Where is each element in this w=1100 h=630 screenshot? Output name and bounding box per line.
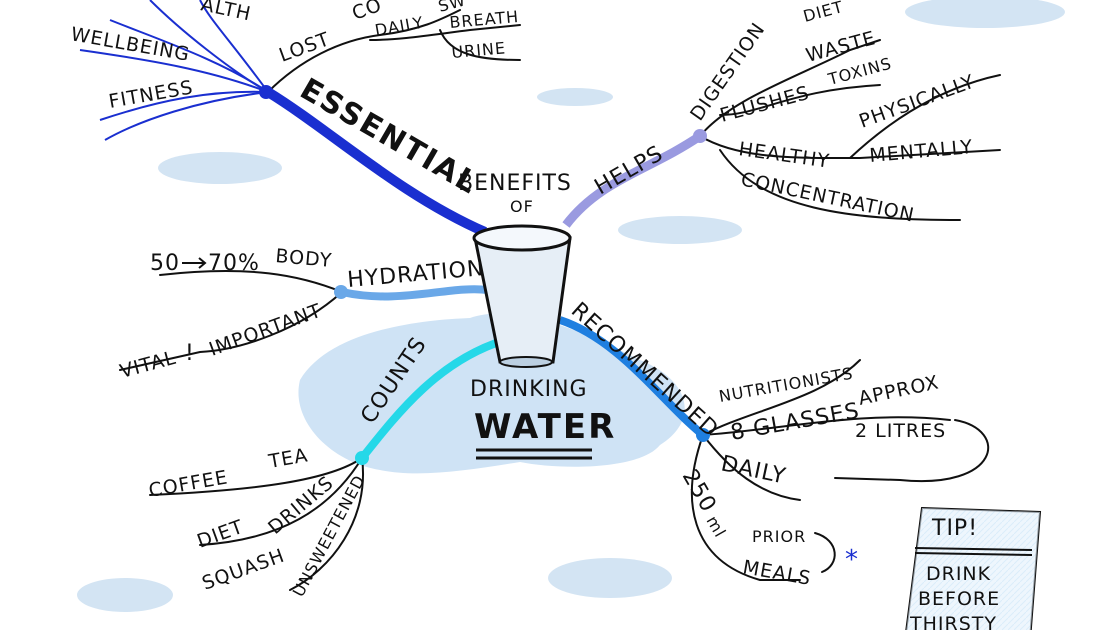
- center-title-water: WATER: [474, 407, 616, 447]
- water-underline: [476, 448, 592, 460]
- center-title-benefits: BENEFITS: [458, 171, 572, 196]
- puddle: [905, 0, 1065, 28]
- recommended-item-prior: PRIOR: [752, 527, 806, 546]
- node-counts: [355, 451, 369, 465]
- center-title-of: OF: [510, 197, 534, 216]
- puddle: [158, 152, 282, 184]
- center-title-drinking: DRINKING: [470, 377, 588, 402]
- helps-item-concentration: CONCENTRATION: [739, 168, 917, 226]
- helps-item-flushes: FLUSHES: [718, 82, 812, 127]
- puddle: [548, 558, 672, 598]
- recommended-item-meals: MEALS: [741, 556, 813, 590]
- asterisk-icon: *: [845, 545, 858, 575]
- branch-nodes: [259, 85, 710, 465]
- hydration-item-vital: VITAL: [118, 347, 179, 383]
- label-helps: HELPS: [591, 141, 668, 200]
- branches: [79, 0, 706, 461]
- essential-item-fitness: FITNESS: [107, 76, 195, 113]
- hydration-item-70: 70%: [208, 251, 260, 276]
- branch-counts: [358, 336, 507, 461]
- recommended-item-nutritionists: NUTRITIONISTS: [717, 364, 854, 406]
- tip-line-3: THIRSTY: [909, 613, 997, 630]
- central-puddle: [298, 313, 685, 474]
- tip-line-2: BEFORE: [918, 588, 1000, 610]
- branch-hydration: [341, 285, 489, 301]
- puddle-decorations: [77, 0, 1065, 612]
- tip-line-1: DRINK: [926, 563, 991, 585]
- branch-recommended: [558, 316, 706, 439]
- helps-item-mentally: MENTALLY: [869, 136, 975, 167]
- puddle: [77, 578, 173, 612]
- helps-item-healthy: HEALTHY: [737, 138, 831, 173]
- tip-title: TIP!: [931, 516, 978, 541]
- essential-item-cut-alth: ALTH: [199, 0, 253, 25]
- counts-item-tea: TEA: [266, 444, 310, 473]
- essential-fan-lines: [79, 0, 269, 141]
- branch-helps: [562, 132, 703, 228]
- puddle: [618, 216, 742, 244]
- counts-item-squash: SQUASH: [199, 545, 288, 595]
- branch-essential: [265, 87, 487, 237]
- tip-note: TIP! DRINK BEFORE THIRSTY: [905, 506, 1042, 630]
- hydration-item-50: 50: [150, 251, 180, 276]
- counts-item-coffee: COFFEE: [147, 466, 230, 502]
- helps-item-cut-diet: DIET: [801, 0, 845, 26]
- essential-item-urine: URINE: [451, 38, 507, 62]
- helps-item-physically: PHYSICALLY: [856, 70, 978, 132]
- exclamation-mark: !: [185, 341, 195, 366]
- node-essential: [259, 85, 273, 99]
- counts-item-diet: DIET: [194, 516, 246, 553]
- water-glass-icon: [472, 224, 572, 368]
- arrow-icon: [182, 257, 207, 269]
- recommended-item-8-glasses: 8 GLASSES: [729, 399, 862, 446]
- node-helps: [693, 129, 707, 143]
- node-recommended: [696, 428, 710, 442]
- node-hydration: [334, 285, 348, 299]
- essential-item-lost: LOST: [276, 28, 333, 67]
- hydration-item-body: BODY: [275, 245, 334, 272]
- connector-lines: [119, 9, 1001, 591]
- recommended-item-250: 250: [677, 466, 721, 517]
- recommended-item-2-litres: 2 LITRES: [855, 420, 946, 442]
- puddle: [537, 88, 613, 106]
- recommended-item-ml: ml: [703, 513, 730, 542]
- essential-item-wellbeing: WELLBEING: [69, 23, 192, 66]
- recommended-item-approx: APPROX: [856, 371, 941, 410]
- hydration-item-important: IMPORTANT: [206, 300, 325, 361]
